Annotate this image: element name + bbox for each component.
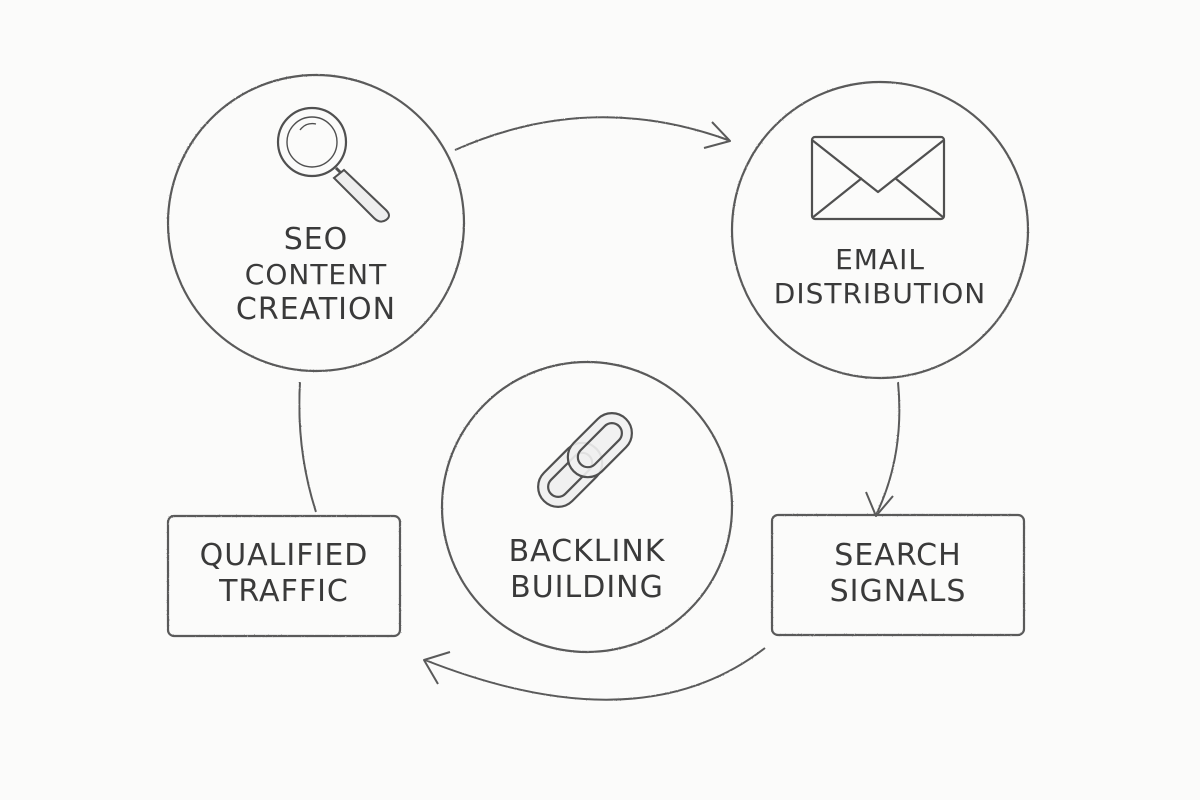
backlink-label: BACKLINK BUILDING	[487, 534, 687, 606]
seo-label: SEO CONTENT CREATION	[216, 222, 416, 328]
line-traffic-to-seo	[298, 381, 317, 513]
traffic-label-line2: TRAFFIC	[219, 574, 349, 609]
email-label-line2: DISTRIBUTION	[773, 276, 987, 310]
seo-label-line3: CREATION	[235, 291, 397, 327]
backlink-label-line2: BUILDING	[510, 570, 664, 605]
seo-circle	[166, 73, 466, 373]
backlink-label-line1: BACKLINK	[508, 534, 666, 569]
search-label: SEARCH SIGNALS	[772, 538, 1024, 610]
email-label: EMAIL DISTRIBUTION	[760, 243, 1000, 310]
traffic-box	[166, 514, 402, 638]
search-label-line1: SEARCH	[834, 538, 962, 573]
seo-label-line2: CONTENT	[244, 258, 388, 291]
arrowhead-search-to-traffic	[423, 651, 451, 685]
envelope-icon	[810, 135, 946, 221]
arrowhead-seo-to-email	[703, 121, 731, 149]
traffic-label: QUALIFIED TRAFFIC	[168, 538, 400, 610]
arrow-email-to-search	[875, 381, 901, 516]
email-circle	[730, 80, 1030, 380]
search-label-line2: SIGNALS	[829, 574, 967, 609]
traffic-label-line1: QUALIFIED	[199, 538, 369, 573]
arrow-seo-to-email	[454, 116, 729, 151]
chain-link-icon	[537, 412, 633, 508]
magnifier-icon	[276, 106, 390, 223]
email-label-line1: EMAIL	[835, 243, 925, 276]
search-box	[770, 513, 1026, 637]
seo-label-line1: SEO	[283, 222, 349, 257]
arrowhead-email-to-search	[865, 491, 894, 517]
backlink-circle	[440, 360, 734, 654]
arrow-search-to-traffic	[424, 647, 766, 701]
